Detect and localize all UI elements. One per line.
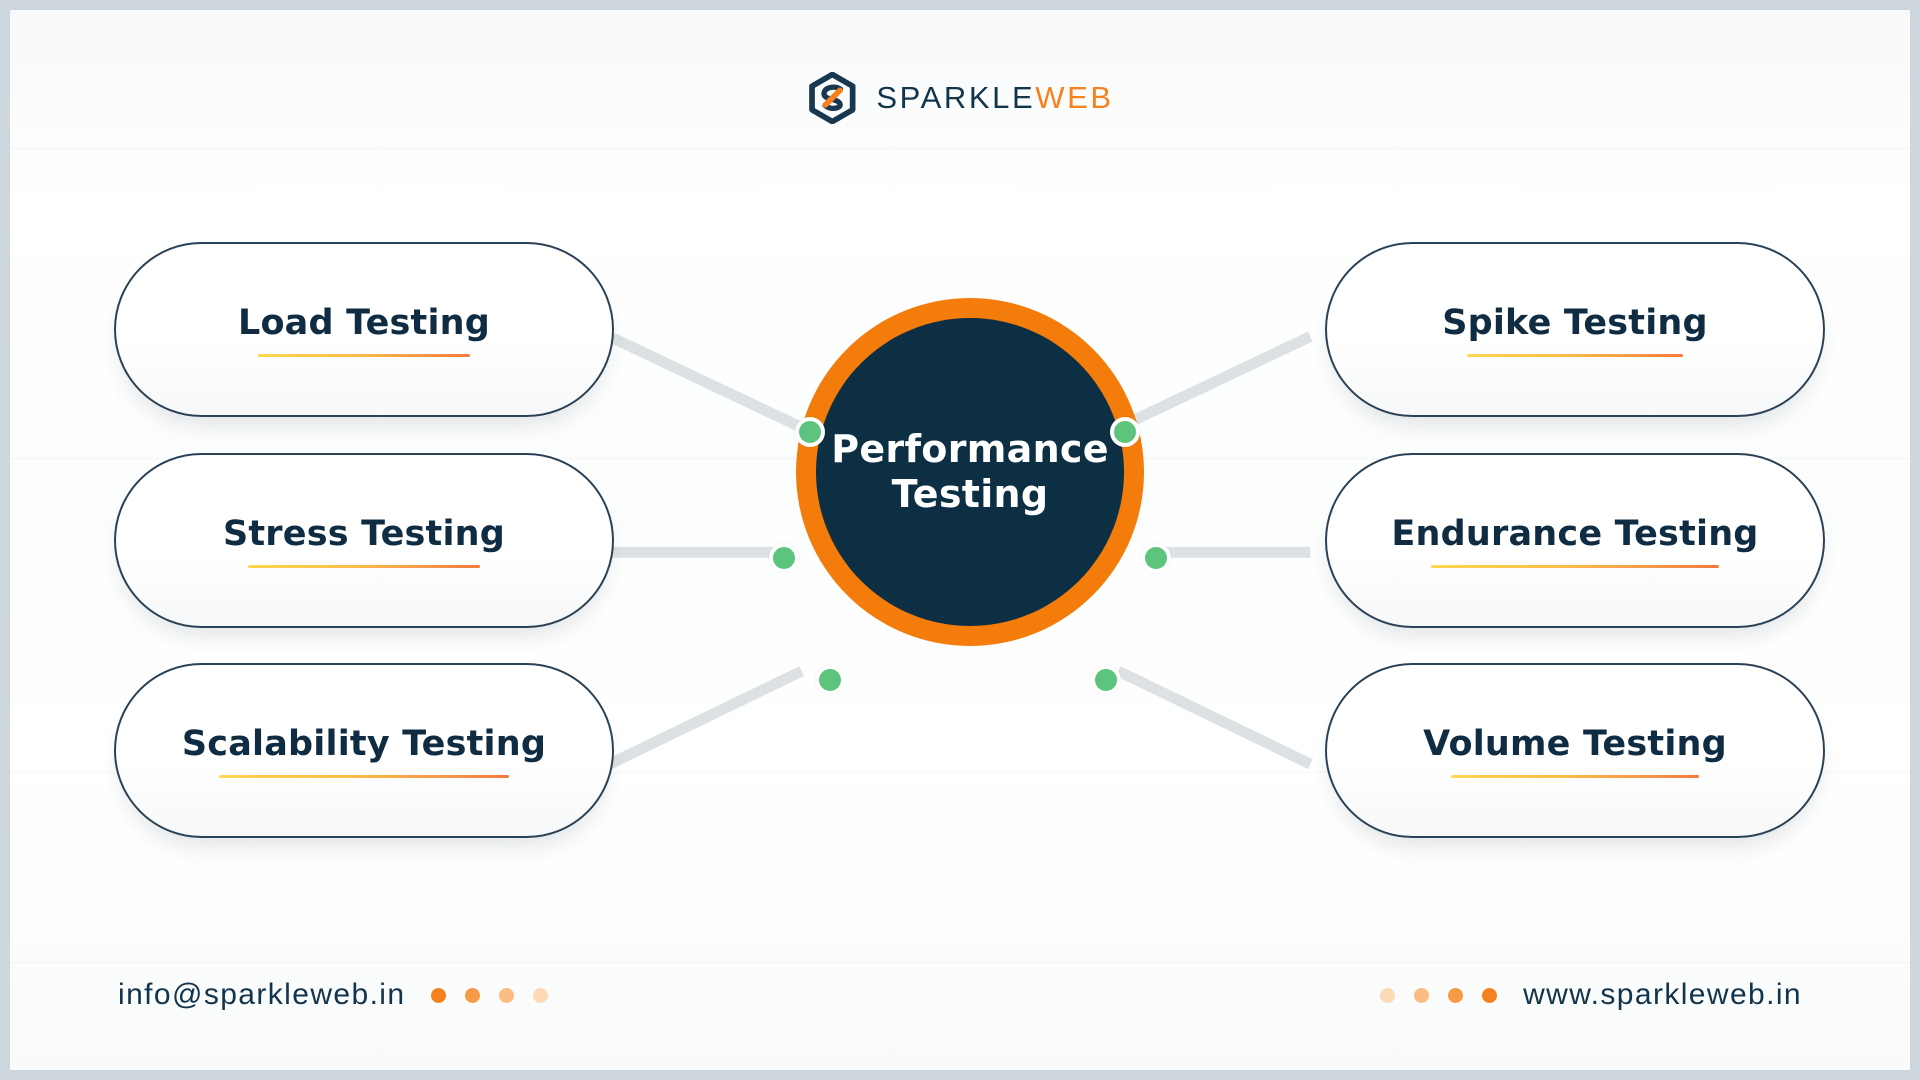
card-title: Endurance Testing — [1391, 513, 1759, 554]
footer-email-block: info@sparkleweb.in — [118, 978, 549, 1012]
center-hub: Performance Testing — [796, 298, 1144, 646]
hub-node-scalability — [815, 665, 845, 695]
card-title: Spike Testing — [1442, 302, 1708, 343]
paper-seam — [10, 148, 1910, 149]
card-spike-testing[interactable]: Spike Testing — [1325, 242, 1825, 417]
footer-dot — [1414, 987, 1430, 1003]
footer-dot — [1448, 987, 1464, 1003]
center-hub-inner: Performance Testing — [816, 318, 1124, 626]
footer-dot — [465, 987, 481, 1003]
hexagon-s-logo-icon — [809, 72, 856, 124]
card-stress-testing[interactable]: Stress Testing — [114, 453, 614, 628]
footer-dot — [1482, 987, 1498, 1003]
card-underline — [219, 774, 509, 778]
footer-dot — [533, 987, 549, 1003]
hub-node-load — [795, 417, 825, 447]
brand-wordmark: SPARKLEWEB — [876, 80, 1113, 116]
card-underline — [1467, 353, 1683, 357]
hub-node-stress — [769, 543, 799, 573]
hub-node-volume — [1091, 665, 1121, 695]
center-hub-label: Performance Testing — [809, 427, 1131, 517]
footer-dots-right — [1380, 987, 1498, 1003]
center-hub-label-line2: Testing — [891, 472, 1049, 516]
card-title: Load Testing — [237, 302, 491, 343]
footer-dots-left — [431, 987, 549, 1003]
hub-node-spike — [1110, 417, 1140, 447]
center-hub-label-line1: Performance — [831, 427, 1109, 472]
card-title: Stress Testing — [222, 513, 506, 554]
footer-dot — [499, 987, 515, 1003]
card-underline — [248, 564, 480, 568]
footer-website[interactable]: www.sparkleweb.in — [1523, 978, 1802, 1011]
brand-name-primary: SPARKLE — [876, 80, 1036, 115]
footer-dot — [431, 987, 447, 1003]
card-load-testing[interactable]: Load Testing — [114, 242, 614, 417]
card-underline — [258, 353, 470, 357]
card-scalability-testing[interactable]: Scalability Testing — [114, 663, 614, 838]
card-underline — [1451, 774, 1699, 778]
footer-dot — [1380, 987, 1396, 1003]
footer-website-block: www.sparkleweb.in — [1380, 978, 1802, 1012]
hub-node-endurance — [1141, 543, 1171, 573]
card-title: Scalability Testing — [181, 723, 547, 764]
brand-name-secondary: WEB — [1035, 80, 1114, 115]
connector-spike — [1116, 331, 1313, 433]
footer: info@sparkleweb.in www.sparkleweb.in — [10, 920, 1910, 1070]
connector-scalability — [607, 666, 805, 769]
card-underline — [1431, 564, 1719, 568]
brand-logo: SPARKLEWEB — [806, 72, 1113, 124]
connector-load — [607, 331, 804, 433]
footer-email[interactable]: info@sparkleweb.in — [118, 978, 406, 1011]
card-title: Volume Testing — [1423, 723, 1727, 764]
connector-volume — [1115, 666, 1313, 769]
card-volume-testing[interactable]: Volume Testing — [1325, 663, 1825, 838]
card-endurance-testing[interactable]: Endurance Testing — [1325, 453, 1825, 628]
